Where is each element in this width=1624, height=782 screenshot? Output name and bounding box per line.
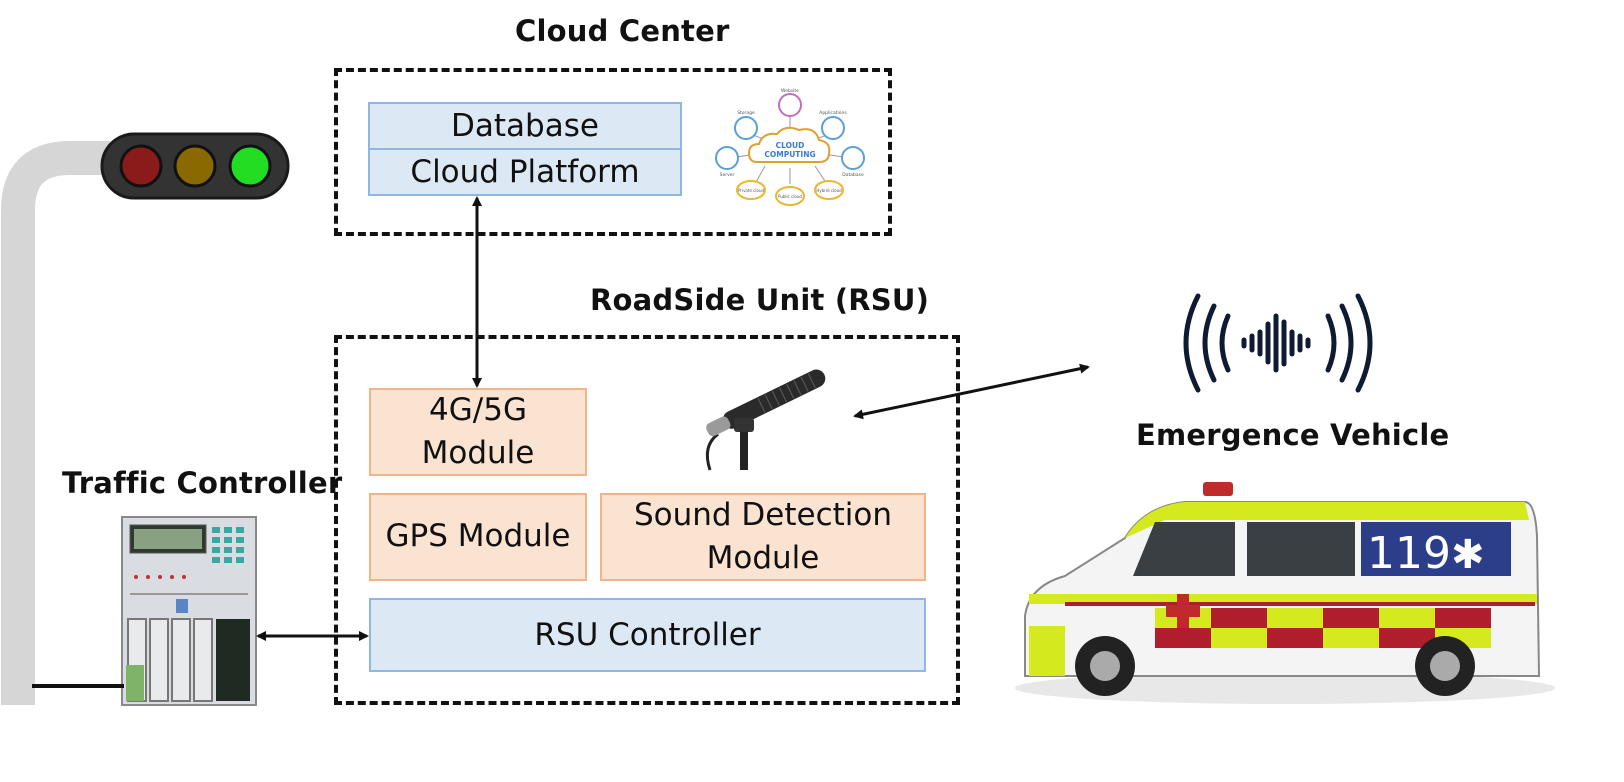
star-of-life-icon: ✱ (1451, 532, 1485, 578)
cloud-center-title: Cloud Center (515, 14, 730, 48)
cloud-icon (747, 126, 831, 163)
hybrid-cloud-label: Hybrid cloud (816, 188, 842, 193)
rsu-controller-box: RSU Controller (369, 598, 926, 672)
applications-icon (821, 116, 845, 140)
website-icon (778, 93, 802, 117)
server-label: Server (720, 172, 735, 178)
green-light-icon (228, 144, 272, 188)
amber-light-icon (173, 144, 217, 188)
traffic-light-illustration (1, 132, 290, 705)
traffic-controller-title: Traffic Controller (62, 466, 343, 500)
rsu-frame (334, 335, 960, 705)
red-light-icon (119, 144, 163, 188)
module-4g5g-line2: Module (421, 435, 535, 471)
cloud-computing-line2: COMPUTING (764, 150, 815, 159)
database-icon (841, 146, 865, 170)
module-4g5g-box: 4G/5G Module (369, 388, 587, 476)
ambulance-illustration: 119 ✱ (1015, 482, 1555, 704)
website-label: Website (781, 88, 799, 94)
sound-wave-icon (1183, 293, 1373, 393)
applications-label: Applications (819, 110, 847, 116)
hybrid-cloud-icon (814, 180, 844, 200)
database-label: Database (842, 172, 864, 178)
storage-label: Storage (737, 110, 755, 116)
microphone-icon (705, 369, 826, 471)
private-cloud-icon (736, 180, 766, 200)
module-4g5g-line1: 4G/5G (429, 391, 527, 428)
mic-to-vehicle-arrow (853, 363, 1090, 420)
sound-detection-box: Sound Detection Module (600, 493, 926, 581)
cloud-platform-box: Cloud Platform (368, 148, 682, 196)
ambulance-number: 119 (1367, 528, 1451, 579)
public-cloud-icon (775, 186, 805, 206)
public-cloud-label: Public cloud (778, 194, 802, 199)
cloud-center-frame (334, 68, 892, 236)
database-box: Database (368, 102, 682, 150)
emergence-vehicle-title: Emergence Vehicle (1136, 418, 1450, 452)
cloud-computing-infographic: CLOUD COMPUTING Website Applications Sto… (715, 88, 865, 206)
storage-icon (734, 116, 758, 140)
gps-module-box: GPS Module (369, 493, 587, 581)
rsu-title: RoadSide Unit (RSU) (590, 283, 930, 317)
sound-detection-line1: Sound Detection (633, 496, 893, 533)
server-icon (715, 146, 739, 170)
sound-detection-line2: Module (706, 540, 820, 576)
private-cloud-label: Private cloud (738, 188, 765, 193)
traffic-controller-cabinet (121, 516, 257, 706)
cloud-computing-line1: CLOUD (776, 141, 805, 150)
